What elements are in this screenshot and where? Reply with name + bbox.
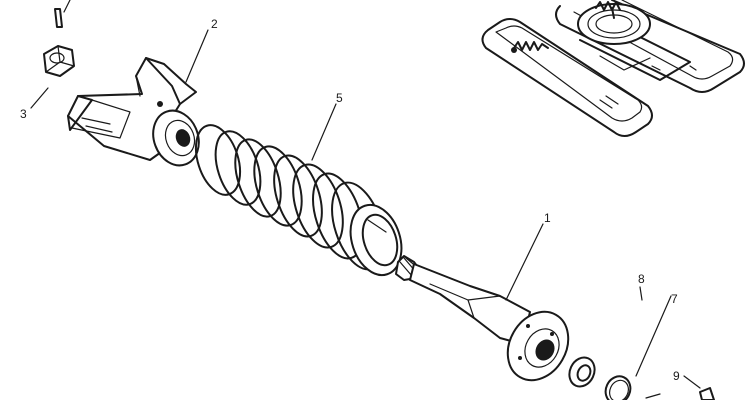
callout-part-5: 5 xyxy=(336,91,343,105)
leader-lines xyxy=(30,29,701,389)
callout-part-7: 7 xyxy=(671,292,678,306)
callout-part-8: 8 xyxy=(638,272,645,286)
callout-part-3: 3 xyxy=(20,107,27,121)
coil-spring xyxy=(194,124,403,277)
undercarriage-overview xyxy=(481,0,745,137)
yoke-bracket xyxy=(67,57,200,167)
hex-nut xyxy=(43,45,75,77)
adjuster-rod xyxy=(395,255,570,382)
grease-fitting xyxy=(645,387,715,400)
callout-part-9: 9 xyxy=(673,369,680,383)
callout-part-1: 1 xyxy=(544,211,551,225)
snap-ring xyxy=(604,375,632,400)
callout-part-2: 2 xyxy=(211,17,218,31)
leader-top xyxy=(63,0,71,13)
bushing xyxy=(568,356,596,388)
pin-top xyxy=(54,8,63,28)
